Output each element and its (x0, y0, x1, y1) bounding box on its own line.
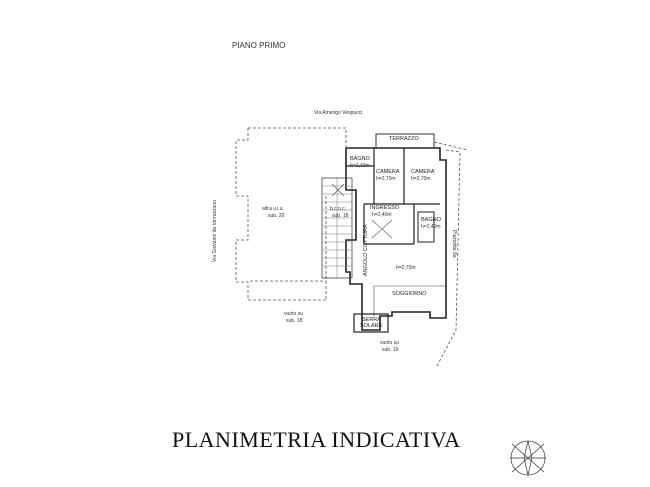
room-kitchen-area: ANGOLO COTTURA (363, 224, 369, 276)
room-living-height: h=2,70m (396, 265, 416, 271)
street-north: Via Amerigo Vespucci (314, 110, 363, 116)
room-bedroom1: CAMERA (376, 169, 400, 175)
street-east: Piazzetta 8a (451, 230, 457, 258)
s-void-label: vuoto su (380, 340, 399, 346)
room-bath2-height: h=2,40m (421, 224, 441, 230)
street-west: Via Giovanni da Verrazzano (212, 200, 218, 262)
room-entrance: INGRESSO (370, 205, 400, 211)
sw-void-sub: sub. 18 (286, 318, 303, 324)
greenhouse-outline (353, 313, 389, 333)
floor-label: PIANO PRIMO (232, 41, 286, 50)
neighbour-unit: altra u.i.u. (262, 206, 284, 212)
room-bath1: BAGNO (350, 156, 370, 162)
bath2-outline (417, 211, 435, 243)
sw-void-label: vuoto su (284, 311, 303, 317)
room-living: SOGGIORNO (392, 291, 427, 297)
plan-title: PLANIMETRIA INDICATIVA (172, 427, 461, 452)
bcnc-sub: sub. 18 (332, 213, 349, 219)
room-entrance-height: h=2,40m (372, 212, 392, 218)
terrace-dashed (433, 141, 469, 151)
stair-treads (322, 178, 352, 278)
room-bedroom1-height: h=2,70m (376, 176, 396, 182)
room-terrace: TERRAZZO (389, 136, 419, 142)
room-greenhouse: SERRA (362, 317, 381, 323)
east-boundary (435, 149, 461, 369)
room-bedroom2-height: h=2,70m (411, 176, 431, 182)
room-bath2: BAGNO (421, 217, 441, 223)
s-void-sub: sub. 19 (382, 347, 399, 353)
room-greenhouse-2: SOLARE (360, 323, 383, 329)
compass-rose-icon (510, 440, 546, 476)
neighbour-unit-outline (248, 127, 347, 140)
bcnc-label: b.c.n.c. (330, 206, 347, 212)
apartment-outline (345, 147, 447, 331)
room-bedroom2: CAMERA (411, 169, 435, 175)
room-bath1-height: h=2,40m (350, 163, 370, 169)
neighbour-unit-sub: sub. 20 (268, 213, 285, 219)
neighbour-unit-west (235, 128, 326, 301)
